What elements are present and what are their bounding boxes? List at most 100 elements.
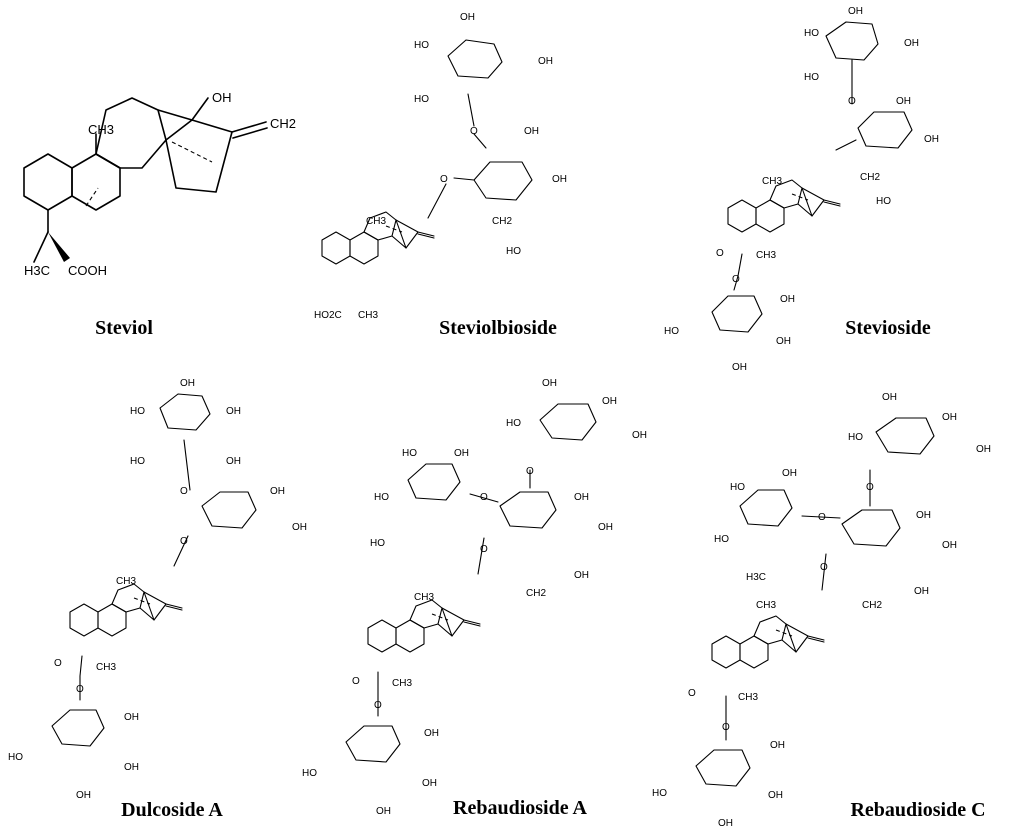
rebaudioside-c-ch2: CH2 [862, 600, 882, 611]
rebaudioside-c-oh-7: OH [914, 586, 929, 597]
dulcoside-a-oh-7: OH [124, 762, 139, 773]
steviol-ch3-label: CH3 [88, 122, 114, 137]
steviolbioside-ho-1: HO [414, 40, 429, 51]
stevioside-o-2: O [716, 248, 724, 259]
compound-name-stevioside: Stevioside [845, 317, 931, 339]
stevioside-oh-2: OH [904, 38, 919, 49]
rebaudioside-a-o-2: O [480, 492, 488, 503]
compound-name-rebaudioside-c: Rebaudioside C [850, 799, 985, 821]
rebaudioside-c-oh-6: OH [942, 540, 957, 551]
dulcoside-a-oh-3: OH [226, 456, 241, 467]
rebaudioside-a-oh-8: OH [424, 728, 439, 739]
rebaudioside-a-oh-10: OH [376, 806, 391, 817]
stevioside-oh-4: OH [924, 134, 939, 145]
stevioside-ho-1: HO [804, 28, 819, 39]
steviolbioside-oh-4: OH [552, 174, 567, 185]
stevioside-ho-3: HO [876, 196, 891, 207]
rebaudioside-c-oh-1: OH [882, 392, 897, 403]
rebaudioside-a-ch3-2: CH3 [392, 678, 412, 689]
rebaudioside-c-o-4: O [688, 688, 696, 699]
dulcoside-a-o-1: O [180, 486, 188, 497]
dulcoside-a-oh-4: OH [270, 486, 285, 497]
stevioside-ho-2: HO [804, 72, 819, 83]
rebaudioside-a-oh-3: OH [632, 430, 647, 441]
dulcoside-a-o-2: O [180, 536, 188, 547]
rebaudioside-a-ho-1: HO [506, 418, 521, 429]
rebaudioside-c-ho-4: HO [652, 788, 667, 799]
stevioside-oh-3: OH [896, 96, 911, 107]
steviolbioside-oh-2: OH [538, 56, 553, 67]
rebaudioside-c-oh-10: OH [718, 818, 733, 829]
steviolbioside-ch3: CH3 [366, 216, 386, 227]
rebaudioside-c-ho-2: HO [730, 482, 745, 493]
rebaudioside-c-o-2: O [818, 512, 826, 523]
stevioside-ch3-2: CH3 [756, 250, 776, 261]
compound-name-steviol: Steviol [95, 317, 153, 339]
rebaudioside-a-o-4: O [352, 676, 360, 687]
rebaudioside-c-o-5: O [722, 722, 730, 733]
steviolbioside-oh-3: OH [524, 126, 539, 137]
stevioside-ch2: CH2 [860, 172, 880, 183]
stevioside-oh-5: OH [780, 294, 795, 305]
rebaudioside-a-o-5: O [374, 700, 382, 711]
rebaudioside-c-oh-2: OH [942, 412, 957, 423]
steviolbioside-ho-3: HO [506, 246, 521, 257]
steviolbioside-o-1: O [470, 126, 478, 137]
stevioside-ch3: CH3 [762, 176, 782, 187]
rebaudioside-a-oh-1: OH [542, 378, 557, 389]
steviol-ch2-label: CH2 [270, 116, 296, 131]
steviolbioside-ho-2: HO [414, 94, 429, 105]
steviol-structure [23, 97, 268, 263]
rebaudioside-c-oh-3: OH [976, 444, 991, 455]
steviol-h3c-label: H3C [24, 263, 50, 278]
rebaudioside-c-h3c: H3C [746, 572, 766, 583]
dulcoside-a-ho-2: HO [130, 456, 145, 467]
rebaudioside-a-ho-2: HO [402, 448, 417, 459]
steviolbioside-ch2: CH2 [492, 216, 512, 227]
rebaudioside-a-ho-5: HO [302, 768, 317, 779]
rebaudioside-a-oh-9: OH [422, 778, 437, 789]
stevioside-ho-4: HO [664, 326, 679, 337]
rebaudioside-c-oh-5: OH [916, 510, 931, 521]
rebaudioside-a-oh-6: OH [598, 522, 613, 533]
rebaudioside-a-oh-2: OH [602, 396, 617, 407]
rebaudioside-a-structure [345, 403, 597, 763]
rebaudioside-a-o-1: O [526, 466, 534, 477]
rebaudioside-c-structure [695, 417, 935, 787]
rebaudioside-a-oh-4: OH [454, 448, 469, 459]
rebaudioside-c-ho-1: HO [848, 432, 863, 443]
dulcoside-a-oh-2: OH [226, 406, 241, 417]
stevioside-o-1: O [848, 96, 856, 107]
dulcoside-a-oh-8: OH [76, 790, 91, 801]
dulcoside-a-oh-6: OH [124, 712, 139, 723]
rebaudioside-c-ch3: CH3 [756, 600, 776, 611]
rebaudioside-a-ho-3: HO [374, 492, 389, 503]
compound-name-rebaudioside-a: Rebaudioside A [453, 797, 587, 819]
steviolbioside-structure [321, 39, 533, 265]
rebaudioside-a-ch2: CH2 [526, 588, 546, 599]
compound-name-steviolbioside: Steviolbioside [439, 317, 557, 339]
rebaudioside-c-ch3-2: CH3 [738, 692, 758, 703]
rebaudioside-c-o-1: O [866, 482, 874, 493]
stevioside-oh-6: OH [776, 336, 791, 347]
dulcoside-a-structure [51, 393, 257, 747]
steviolbioside-oh-1: OH [460, 12, 475, 23]
rebaudioside-a-o-3: O [480, 544, 488, 555]
dulcoside-a-oh-5: OH [292, 522, 307, 533]
stevioside-structure [711, 21, 913, 333]
steviolbioside-o-2: O [440, 174, 448, 185]
compound-name-dulcoside-a: Dulcoside A [121, 799, 223, 821]
stevioside-oh-1: OH [848, 6, 863, 17]
rebaudioside-c-o-3: O [820, 562, 828, 573]
rebaudioside-a-ch3: CH3 [414, 592, 434, 603]
dulcoside-a-oh-1: OH [180, 378, 195, 389]
dulcoside-a-o-3: O [54, 658, 62, 669]
stevioside-oh-7: OH [732, 362, 747, 373]
rebaudioside-c-ho-3: HO [714, 534, 729, 545]
rebaudioside-a-oh-7: OH [574, 570, 589, 581]
rebaudioside-c-oh-9: OH [768, 790, 783, 801]
rebaudioside-c-oh-8: OH [770, 740, 785, 751]
steviolbioside-ch3-2: CH3 [358, 310, 378, 321]
dulcoside-a-o-4: O [76, 684, 84, 695]
